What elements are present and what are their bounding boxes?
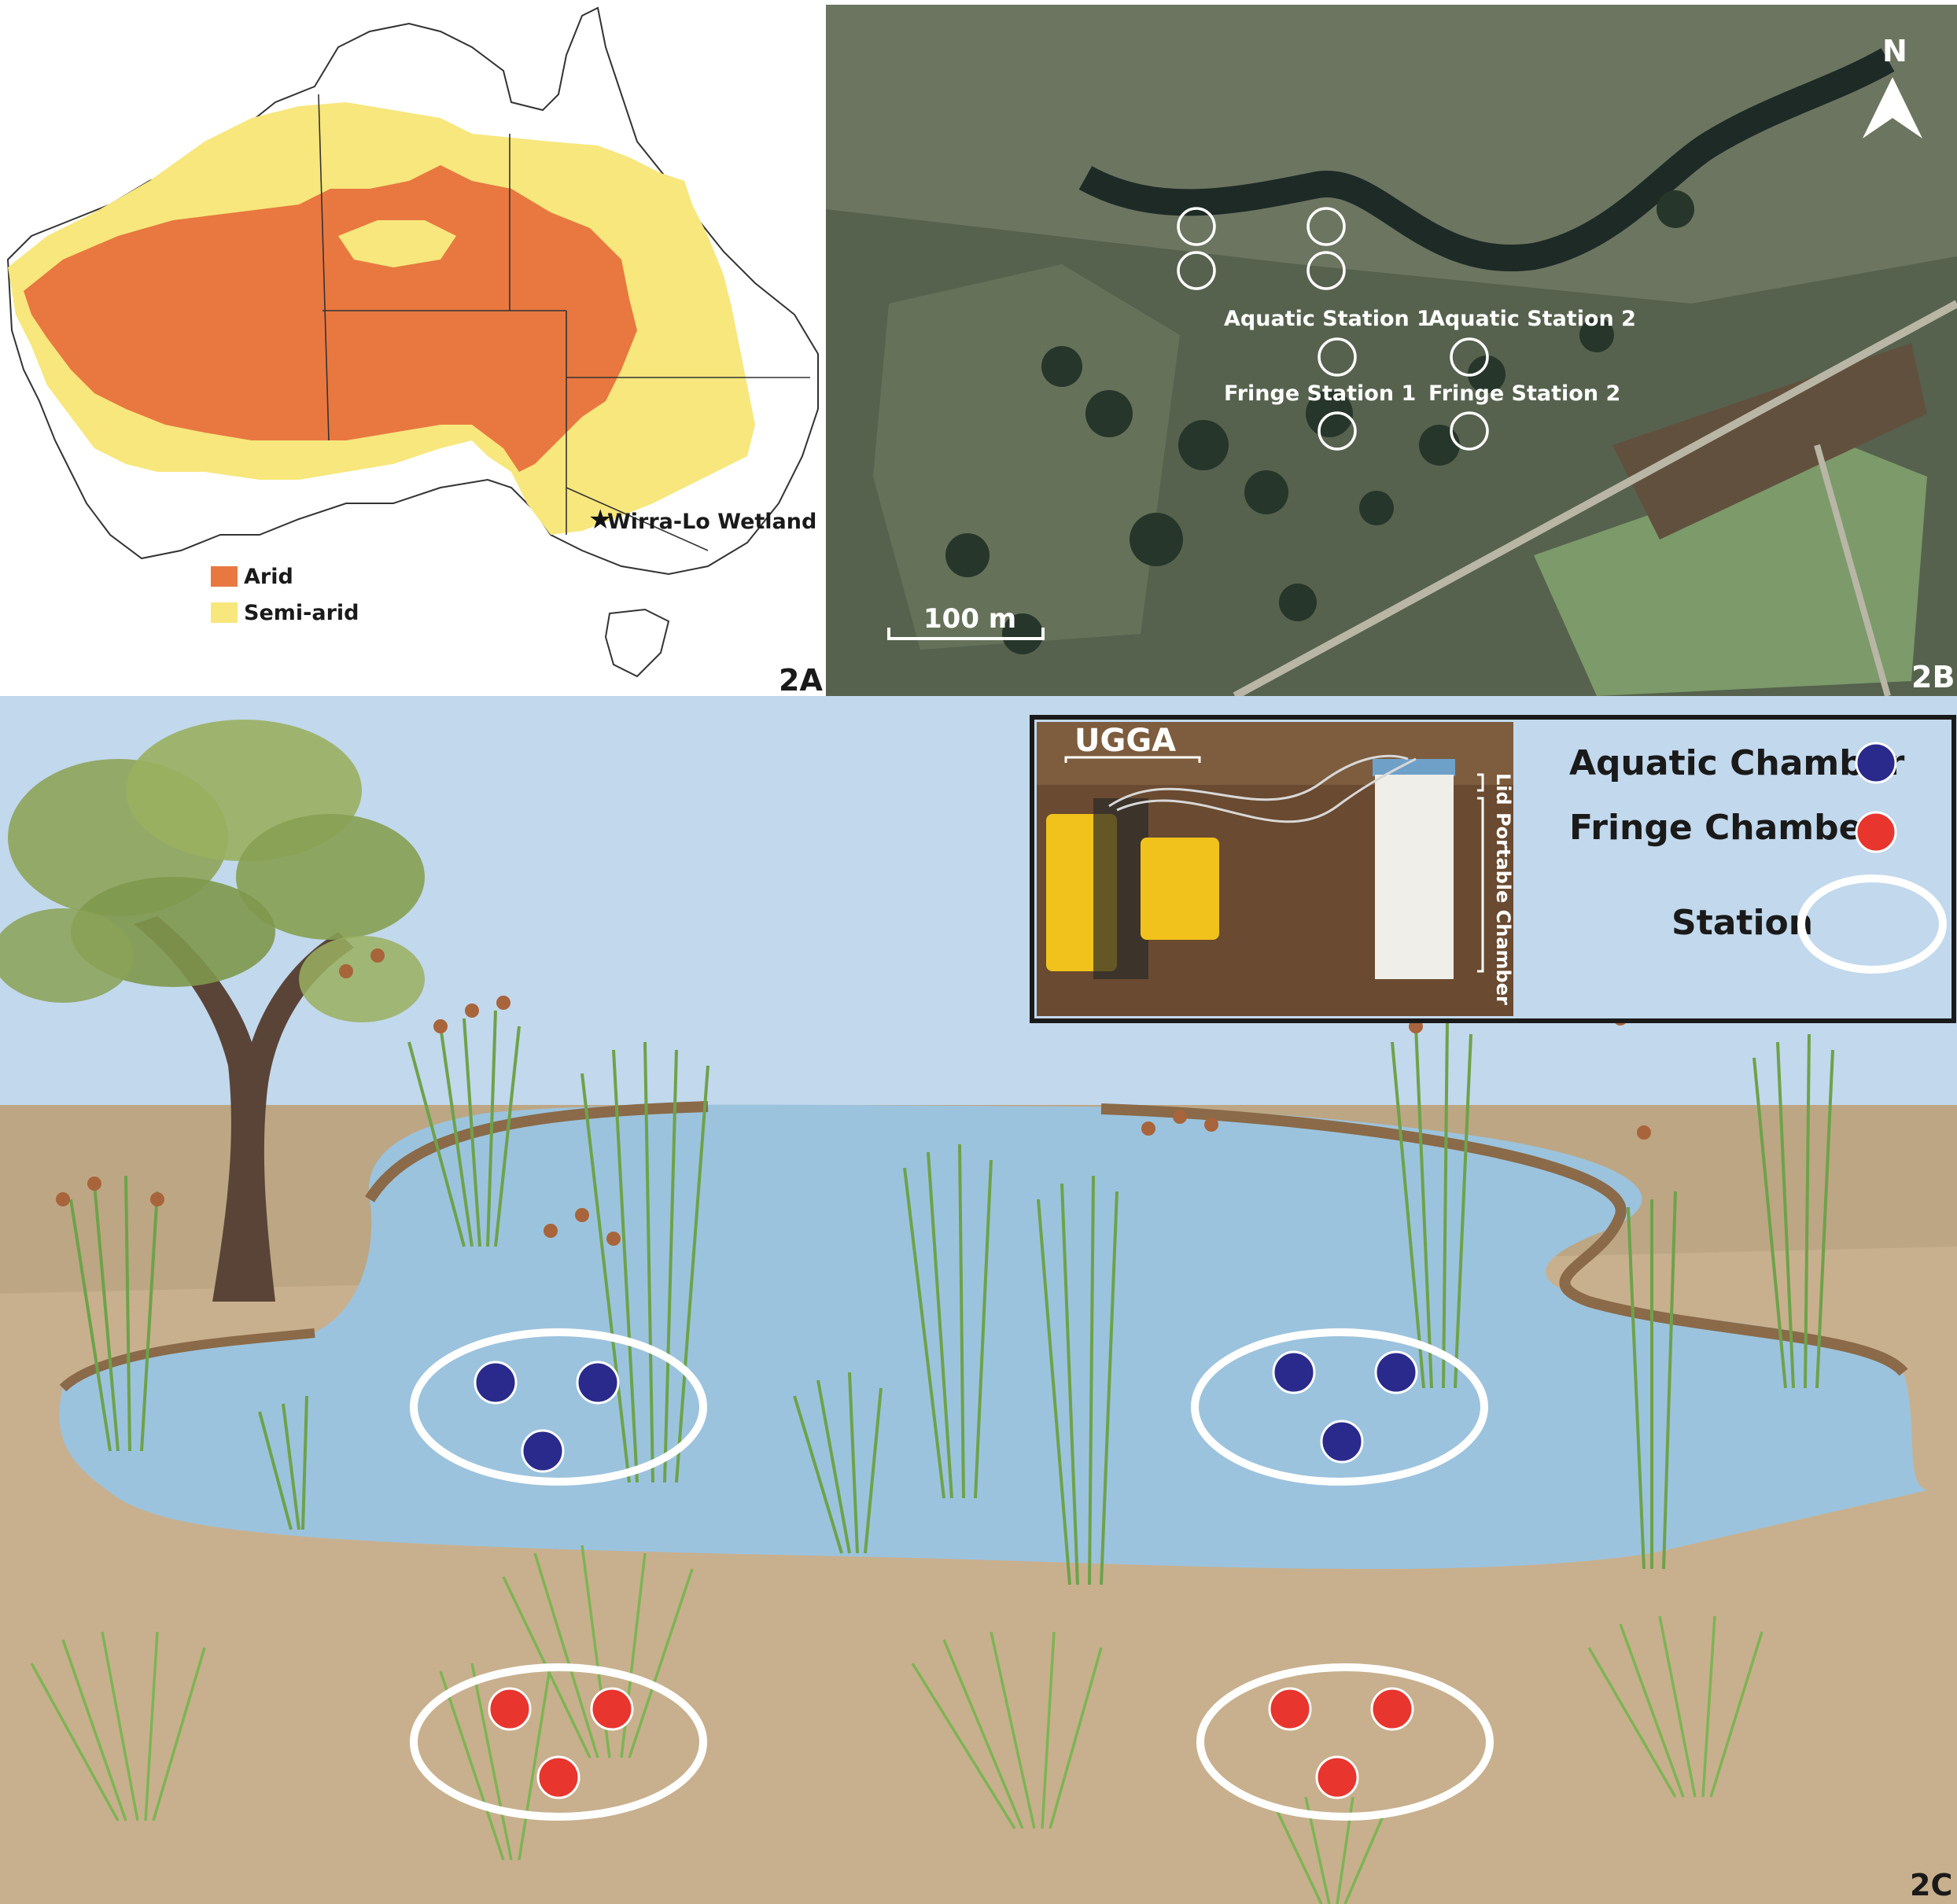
bank-edge-right: [1100, 1103, 1908, 1376]
chamber-lid: [1373, 759, 1455, 776]
panel-2c-wetland-schematic: UGGA Lid Portable Chamber Aquatic Chambe…: [0, 696, 1957, 1904]
bank-edge-left: [365, 1101, 709, 1202]
panel-2b-satellite-view: Aquatic Station 1 Aquatic Station 2 Frin…: [826, 5, 1957, 696]
legend-swatch-semi-arid: [211, 602, 238, 623]
legend-swatch-aquatic-chamber: [1855, 742, 1897, 784]
chamber-bracket: [1477, 797, 1484, 973]
ugga-bracket: [1064, 756, 1201, 763]
scale-label: 100 m: [923, 603, 1016, 635]
legend-label-semi-arid: Semi-arid: [244, 601, 359, 625]
label-aquatic-station-2: Aquatic Station 2: [1428, 307, 1636, 331]
aquatic-chamber-marker: [474, 1361, 518, 1405]
fringe-station-1-marker: [1177, 251, 1216, 290]
aquatic-station-1-circle: [1318, 337, 1357, 377]
north-label: N: [1882, 34, 1907, 68]
fringe-station-1-circle: [1318, 411, 1357, 451]
aquatic-station-2-circle: [1450, 337, 1489, 377]
arid-zone: [24, 165, 637, 472]
aquatic-chamber-marker: [1272, 1350, 1316, 1394]
grass-tufts: [30, 1545, 1764, 1904]
paddock-west: [873, 264, 1180, 650]
ugga-label: UGGA: [1074, 723, 1176, 759]
legend-swatch-arid: [211, 566, 238, 587]
pump-case: [1141, 838, 1219, 940]
aquatic-station-1-marker: [1177, 207, 1216, 246]
tree-illustration: [0, 720, 425, 1302]
state-borders: [318, 94, 810, 551]
fringe-chamber-marker: [1370, 1687, 1414, 1731]
legend-label-fringe-chamber: Fringe Chamber: [1569, 808, 1879, 848]
aquatic-chamber-marker: [521, 1429, 565, 1473]
label-fringe-station-1: Fringe Station 1: [1224, 381, 1416, 406]
aquatic-chamber-marker: [1374, 1350, 1418, 1394]
portable-chamber: [1375, 775, 1454, 979]
tasmania-outline: [604, 608, 670, 678]
aquatic-station-2-marker: [1307, 207, 1346, 246]
bank-edge-front: [59, 1328, 315, 1392]
australia-map: ★ Wirra-Lo Wetland Arid Semi-arid 2A: [6, 6, 823, 696]
portable-chamber-label: Portable Chamber: [1492, 812, 1514, 1005]
scale-bar: [887, 628, 1045, 640]
aquatic-station-2-ellipse: [1191, 1328, 1488, 1486]
lid-bracket: [1477, 773, 1484, 792]
fringe-chamber-marker: [1315, 1755, 1359, 1799]
track: [1814, 444, 1891, 696]
aquatic-station-1-ellipse: [410, 1328, 707, 1486]
aquatic-chamber-marker: [1320, 1420, 1364, 1464]
panel-label-2b: 2B: [1911, 660, 1955, 694]
fringe-chamber-marker: [536, 1755, 580, 1799]
paddock-north: [826, 5, 1957, 304]
aquatic-chambers: [474, 1350, 1418, 1473]
fringe-chambers: [488, 1687, 1414, 1799]
inset-legend-box: UGGA Lid Portable Chamber Aquatic Chambe…: [1030, 715, 1956, 1023]
satellite-image: Aquatic Station 1 Aquatic Station 2 Frin…: [826, 5, 1957, 696]
tree-clusters: [945, 190, 1694, 654]
road: [1233, 300, 1957, 696]
ploughed-field: [1612, 343, 1927, 540]
semi-arid-inner-patch: [338, 220, 456, 267]
label-aquatic-station-1: Aquatic Station 1: [1224, 307, 1432, 331]
site-star-icon: ★: [588, 504, 612, 536]
fringe-station-2-ellipse: [1196, 1663, 1494, 1821]
fringe-chamber-marker: [1268, 1687, 1312, 1731]
fringe-chamber-marker: [488, 1687, 532, 1731]
legend-label-station: Station: [1671, 903, 1813, 943]
wetland-diagram: UGGA Lid Portable Chamber Aquatic Chambe…: [0, 696, 1957, 1904]
fringe-station-2-circle: [1450, 411, 1489, 451]
fringe-chamber-marker: [590, 1687, 634, 1731]
reed-clumps: [69, 1010, 1834, 1585]
panel-label-2c: 2C: [1910, 1868, 1952, 1902]
lid-label: Lid: [1492, 773, 1514, 805]
crop-field: [1534, 445, 1927, 696]
legend-label-arid: Arid: [244, 565, 293, 589]
legend-swatch-station: [1797, 875, 1947, 974]
fringe-station-1-ellipse: [410, 1663, 707, 1821]
legend-label-aquatic-chamber: Aquatic Chamber: [1569, 743, 1905, 783]
site-label: Wirra-Lo Wetland: [607, 510, 816, 534]
north-arrow-icon: [1863, 77, 1922, 138]
panel-2a-australia-map: ★ Wirra-Lo Wetland Arid Semi-arid 2A: [0, 0, 823, 696]
legend-swatch-fringe-chamber: [1855, 811, 1897, 853]
aquatic-chamber-marker: [576, 1361, 620, 1405]
panel-label-2a: 2A: [779, 663, 823, 696]
creek: [1078, 48, 1895, 271]
label-fringe-station-2: Fringe Station 2: [1428, 381, 1620, 406]
fringe-station-2-marker: [1307, 251, 1346, 290]
